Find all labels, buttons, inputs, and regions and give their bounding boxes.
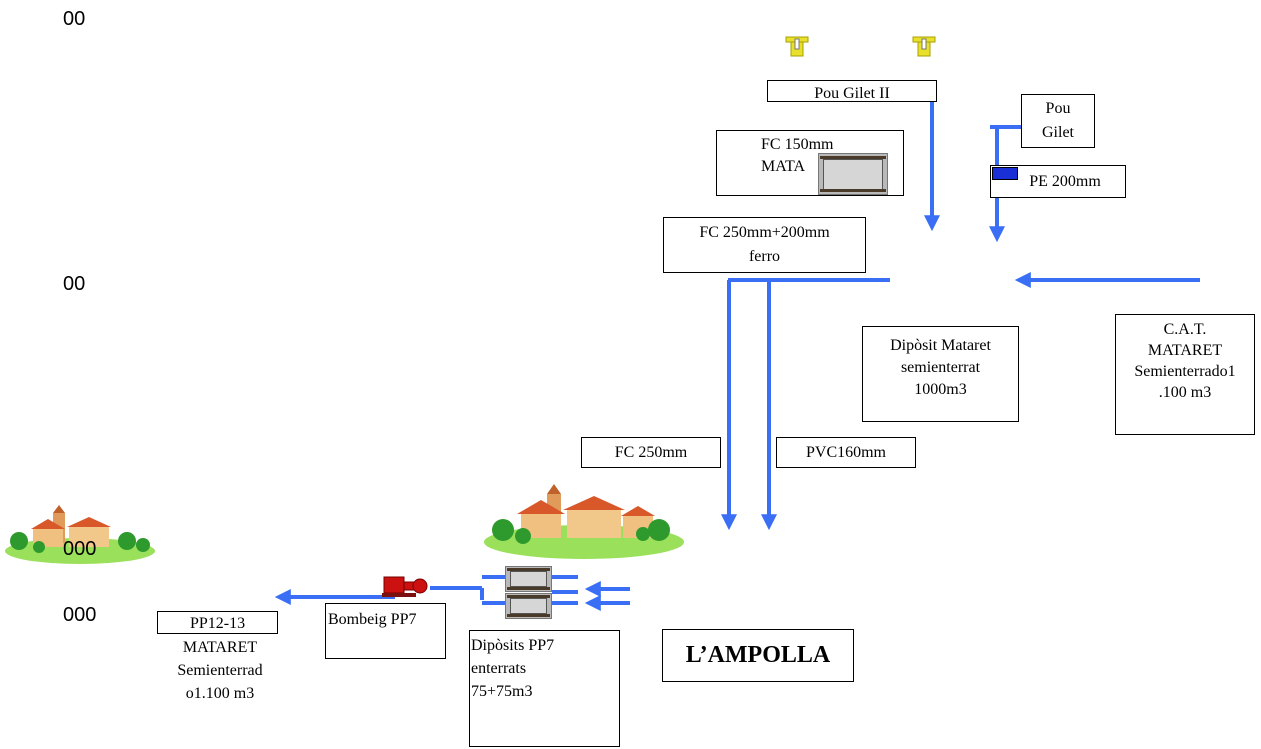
label-cat-mataret: C.A.T. MATARET Semienterrado1 .100 m3 — [1115, 314, 1255, 435]
label-pou-gilet-ii: Pou Gilet II — [767, 80, 937, 102]
label-fc250-200-ferro: FC 250mm+200mm ferro — [663, 217, 866, 273]
village-label: 000 — [63, 538, 97, 560]
pump-icon — [382, 576, 428, 597]
label-lampolla: L’AMPOLLA — [662, 629, 854, 682]
label-pp12-13: PP12-13 — [157, 611, 278, 634]
label-pou-gilet: Pou Gilet — [1021, 94, 1095, 148]
water-tank-icon — [505, 593, 552, 619]
valve-icon — [992, 167, 1018, 180]
water-tank-icon — [818, 153, 888, 195]
water-tank-icon — [505, 566, 552, 592]
label-bombeig-pp7: Bombeig PP7 — [325, 603, 446, 659]
axis-label-middle: 00 — [63, 273, 86, 295]
village-icon — [5, 505, 155, 564]
axis-label-bottom: 000 — [63, 604, 97, 626]
label-pvc160mm: PVC160mm — [776, 437, 916, 468]
label-fc250mm: FC 250mm — [581, 437, 721, 468]
label-pp12-13-detail: MATARET Semienterrad o1.100 m3 — [177, 639, 263, 702]
village-icon — [484, 484, 684, 559]
label-diposit-mataret: Dipòsit Mataret semienterrat 1000m3 — [862, 326, 1019, 422]
well-icon — [912, 36, 936, 57]
axis-label-top: 00 — [63, 8, 86, 30]
well-icon — [785, 36, 809, 57]
label-diposits-pp7: Dipòsits PP7 enterrats 75+75m3 — [469, 630, 620, 747]
